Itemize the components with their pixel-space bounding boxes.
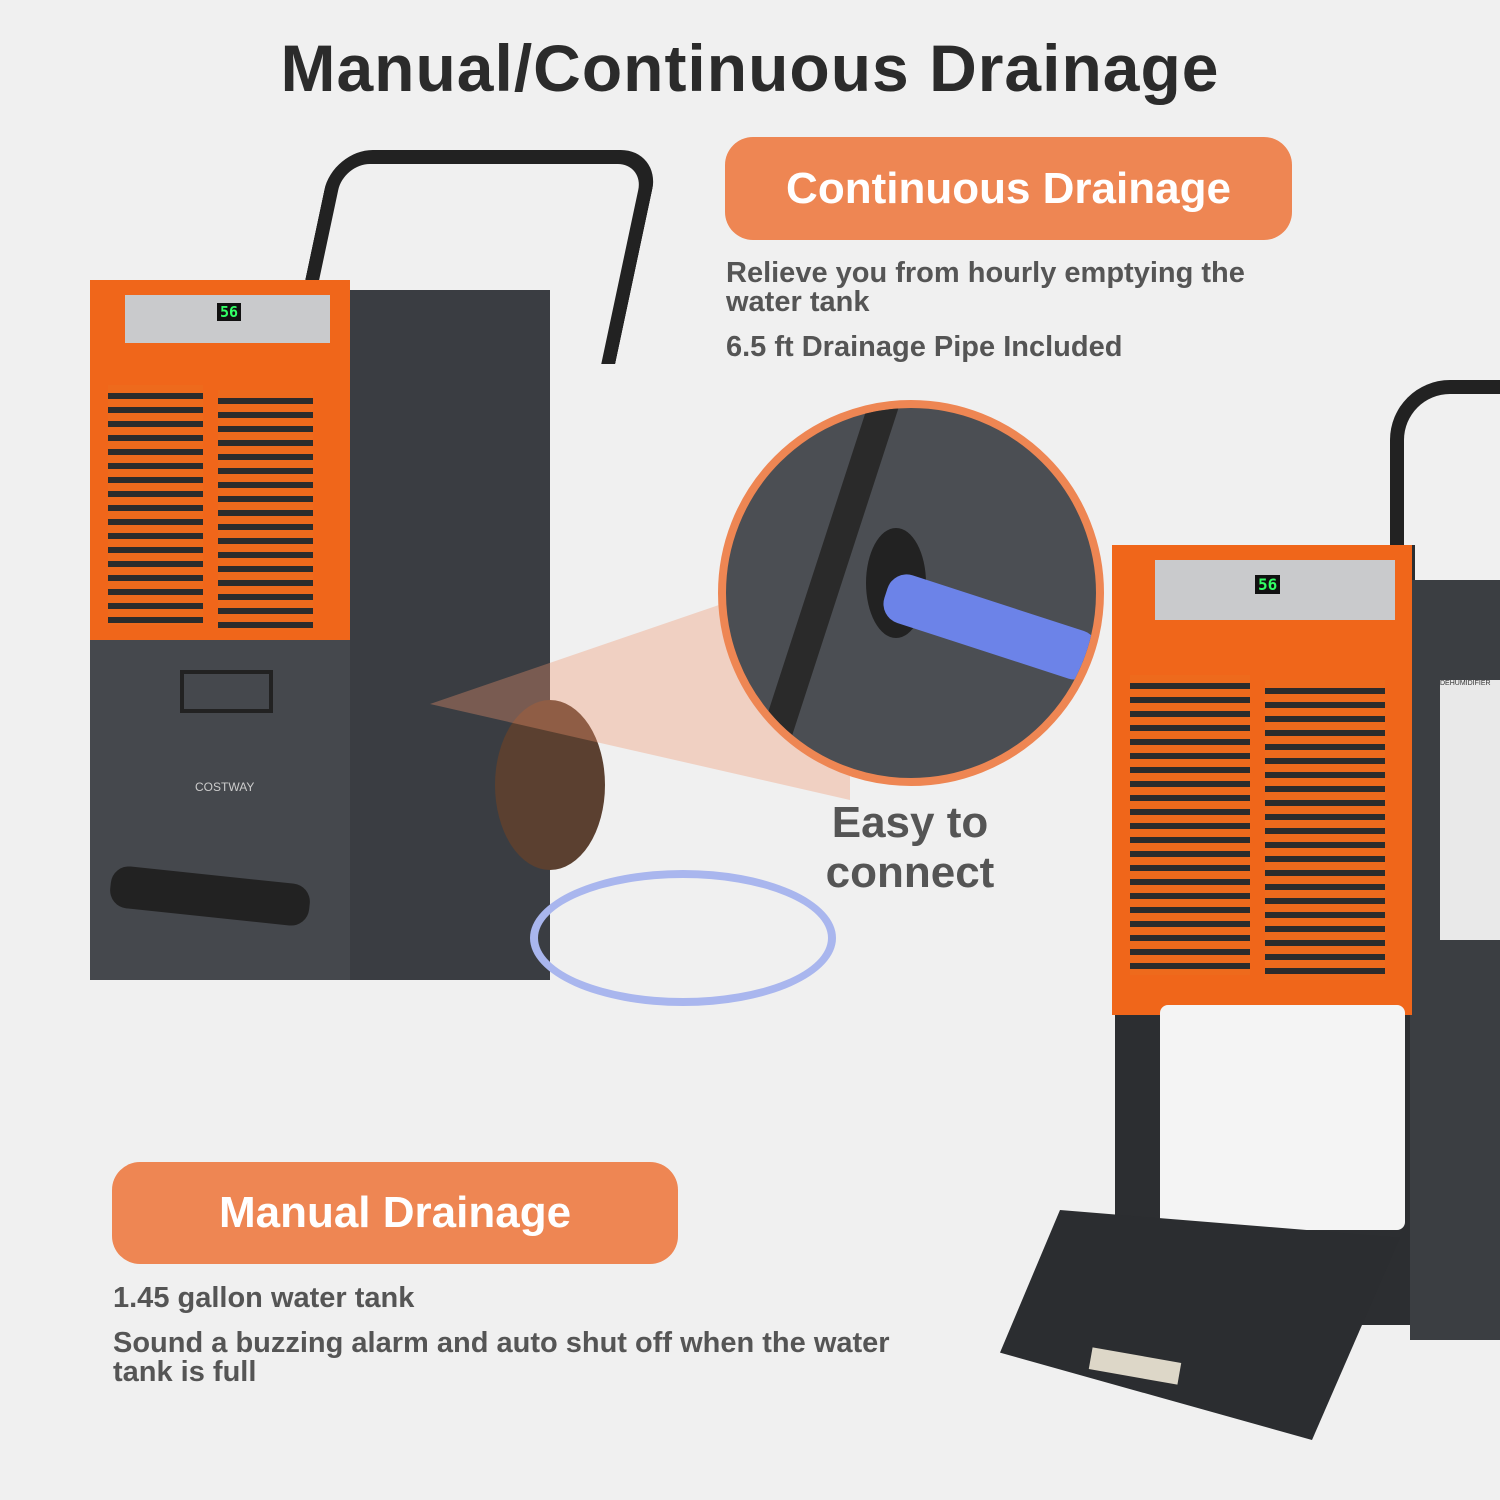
grille-right (218, 390, 313, 630)
grille-right (1265, 680, 1385, 980)
display-readout: 56 (1255, 575, 1281, 594)
continuous-desc-2: 6.5 ft Drainage Pipe Included (726, 331, 1123, 363)
display-readout: 56 (217, 303, 242, 321)
drainage-pipe (530, 870, 836, 1006)
spec-label: DEHUMIDIFIER (1440, 680, 1500, 940)
dehumidifier-image-left: 56 COSTWAY (70, 140, 836, 1006)
easy-connect-callout: Easy to connect (825, 798, 995, 897)
brand-logo: COSTWAY (195, 780, 255, 794)
grille-left (108, 385, 203, 625)
page-title: Manual/Continuous Drainage (280, 31, 1220, 105)
control-panel: 56 (1155, 560, 1395, 620)
manual-desc-2: Sound a buzzing alarm and auto shut off … (113, 1327, 890, 1388)
side-panel (350, 290, 550, 980)
dehumidifier-image-right: DEHUMIDIFIER 56 (970, 380, 1500, 1460)
open-door[interactable] (1000, 1210, 1400, 1440)
water-tank (1160, 1005, 1405, 1230)
grille-left (1130, 675, 1250, 975)
manual-desc-1: 1.45 gallon water tank (113, 1282, 415, 1314)
connection-closeup (718, 400, 1104, 786)
continuous-drainage-badge: Continuous Drainage (725, 137, 1292, 240)
continuous-desc-1: Relieve you from hourly emptying the wat… (726, 257, 1245, 318)
manual-drainage-badge: Manual Drainage (112, 1162, 678, 1264)
control-panel: 56 (125, 295, 330, 343)
wheel (495, 700, 605, 870)
tank-handle (180, 670, 273, 713)
